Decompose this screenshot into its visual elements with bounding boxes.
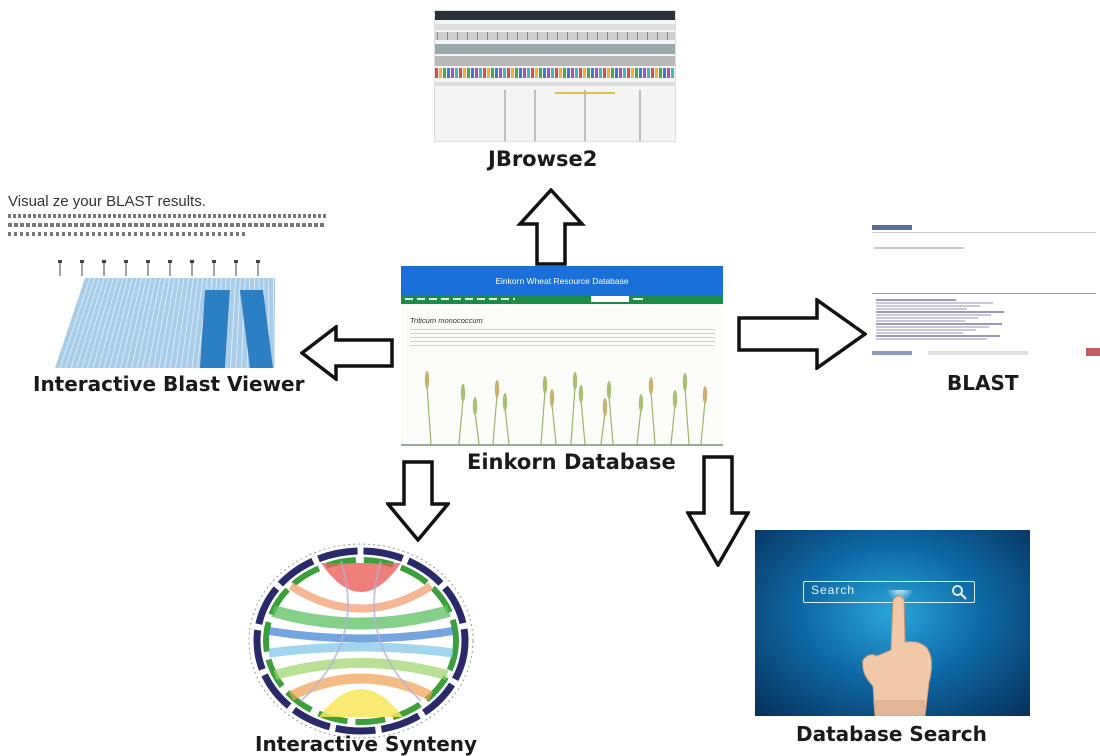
blast-viewer-text-line (8, 214, 326, 218)
jbrowse-toolbar (435, 11, 675, 20)
synteny-circos-plot (228, 543, 495, 739)
einkorn-database-screenshot: Einkorn Wheat Resource Database Triticum… (401, 266, 723, 448)
search-box-text: Search (811, 583, 856, 597)
einkorn-species-title: Triticum monococcum (410, 316, 483, 325)
arrow-down-icon (386, 460, 450, 542)
arrow-right-icon (737, 298, 867, 370)
einkorn-banner: Einkorn Wheat Resource Database (401, 266, 723, 295)
blast-alignment-graphic (55, 260, 275, 369)
blast-viewer-screenshot: Visual ze your BLAST results. (5, 190, 330, 370)
blast-viewer-caption: Interactive Blast Viewer (33, 372, 305, 396)
database-search-image: Search (755, 530, 1030, 716)
jbrowse-screenshot (434, 10, 676, 142)
arrow-left-icon (300, 325, 394, 381)
blast-viewer-heading: Visual ze your BLAST results. (8, 193, 206, 210)
pointing-hand-icon (862, 590, 933, 716)
blast-caption: BLAST (947, 371, 1019, 395)
synteny-caption: Interactive Synteny (255, 732, 478, 756)
einkorn-caption: Einkorn Database (467, 450, 676, 474)
blast-viewer-text-line (8, 232, 248, 236)
search-caption: Database Search (796, 722, 987, 746)
arrow-up-icon (516, 188, 586, 266)
einkorn-search-field (591, 296, 629, 302)
blast-viewer-text-line (8, 223, 326, 227)
magnifier-icon (952, 585, 967, 600)
blast-screenshot (868, 215, 1100, 365)
blast-submit-button (1086, 348, 1100, 356)
jbrowse-tracks (435, 24, 675, 141)
jbrowse-caption: JBrowse2 (488, 147, 598, 171)
arrow-down-icon (686, 455, 750, 567)
einkorn-description (410, 326, 715, 346)
einkorn-nav-bar (401, 295, 723, 304)
wheat-icon (401, 362, 723, 448)
